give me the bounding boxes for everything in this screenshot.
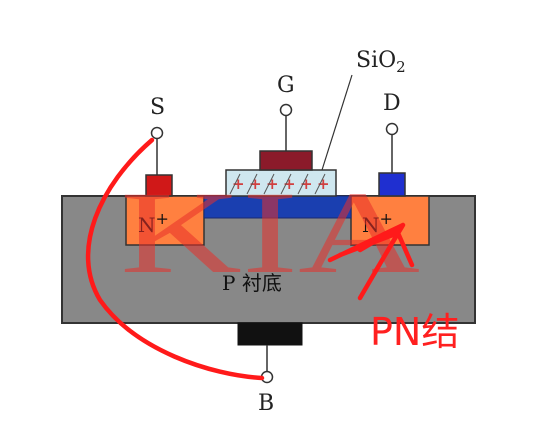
source-terminal-circle bbox=[150, 126, 164, 140]
oxide-label: SiO2 bbox=[356, 48, 406, 76]
csdn-credit: CSDN @qq_25814297-npl bbox=[300, 421, 468, 436]
red-annotation-arrow bbox=[327, 222, 415, 301]
kia-watermark: KIA bbox=[120, 167, 420, 298]
source-label: S bbox=[150, 95, 165, 120]
p-substrate-label: P 衬底 bbox=[222, 271, 282, 295]
drain-terminal-circle bbox=[385, 122, 399, 136]
svg-text:+: + bbox=[283, 175, 296, 193]
source-contact bbox=[145, 174, 173, 197]
drain-label: D bbox=[383, 91, 401, 116]
red-annotation-curve bbox=[85, 137, 265, 381]
svg-text:+: + bbox=[249, 175, 262, 193]
gate-label: G bbox=[277, 73, 295, 98]
n-source-region bbox=[125, 195, 205, 246]
oxide-layer bbox=[225, 169, 337, 197]
gate-terminal-circle bbox=[279, 103, 293, 117]
n-drain-label: N+ bbox=[362, 209, 393, 237]
svg-text:+: + bbox=[232, 175, 245, 193]
oxide-pointer bbox=[321, 74, 353, 171]
svg-text:+: + bbox=[317, 175, 330, 193]
pn-junction-label: PN结 bbox=[370, 310, 459, 354]
n-source-label: N+ bbox=[138, 209, 169, 237]
svg-text:+: + bbox=[266, 175, 279, 193]
svg-text:+: + bbox=[300, 175, 313, 193]
body-contact bbox=[237, 322, 303, 346]
oxide-plus-signs: + + + + + + bbox=[229, 173, 330, 195]
body-label: B bbox=[258, 391, 274, 416]
